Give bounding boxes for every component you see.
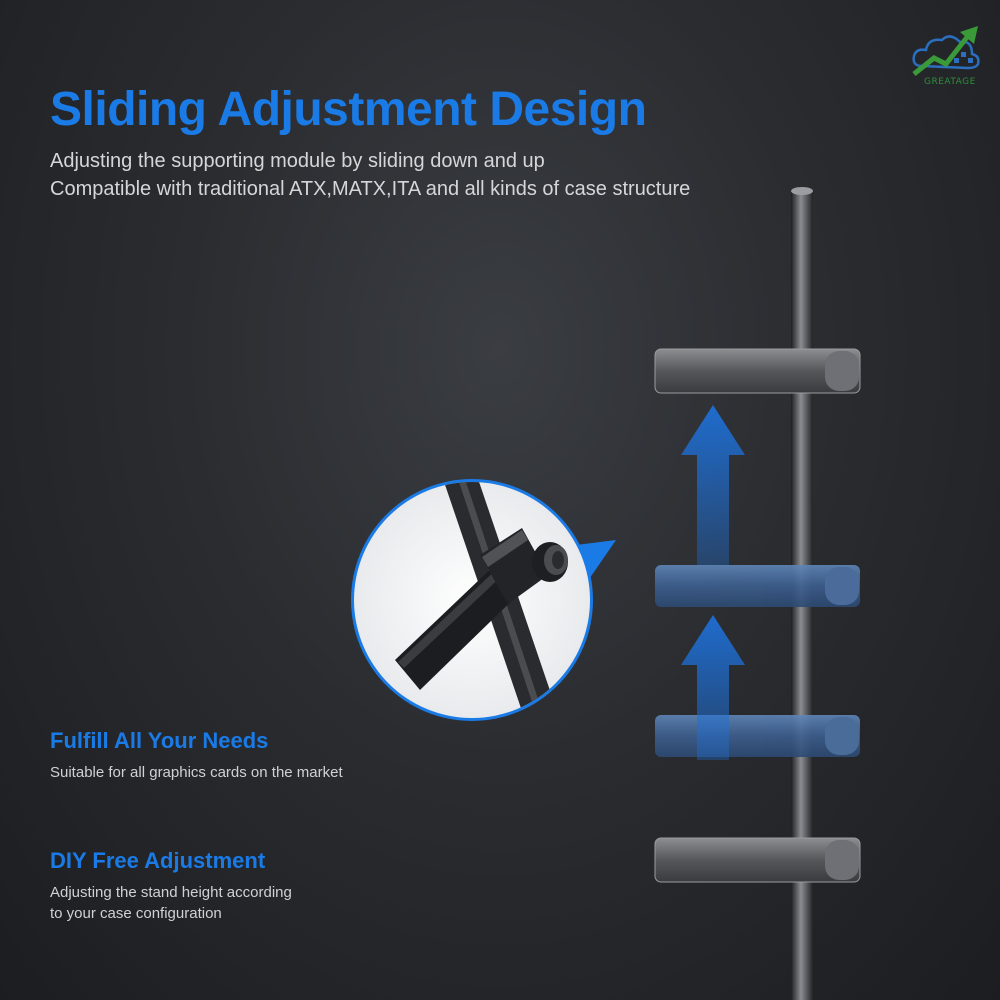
clamp-top — [654, 348, 861, 394]
feature-description-diy-line-1: Adjusting the stand height according — [50, 884, 292, 901]
clamp-middle-lower — [655, 715, 860, 757]
page-title: Sliding Adjustment Design — [50, 83, 647, 136]
feature-title-fulfill: Fulfill All Your Needs — [50, 728, 269, 753]
feature-description-diy: Adjusting the stand height according to … — [50, 882, 292, 924]
feature-description-fulfill: Suitable for all graphics cards on the m… — [50, 764, 343, 781]
cloud-chart-logo-icon — [912, 26, 980, 76]
up-arrow-icon — [681, 615, 745, 760]
zoom-detail-circle — [351, 479, 593, 721]
feature-description-diy-line-2: to your case configuration — [50, 905, 222, 922]
clamp-middle-upper — [655, 565, 860, 607]
clamp-bottom — [654, 837, 861, 883]
up-arrow-icon — [681, 405, 745, 565]
feature-title-diy: DIY Free Adjustment — [50, 848, 266, 873]
logo-text: GREATAGE — [924, 77, 976, 87]
subtitle-line-1: Adjusting the supporting module by slidi… — [50, 150, 545, 172]
subtitle-line-2: Compatible with traditional ATX,MATX,ITA… — [50, 178, 691, 200]
